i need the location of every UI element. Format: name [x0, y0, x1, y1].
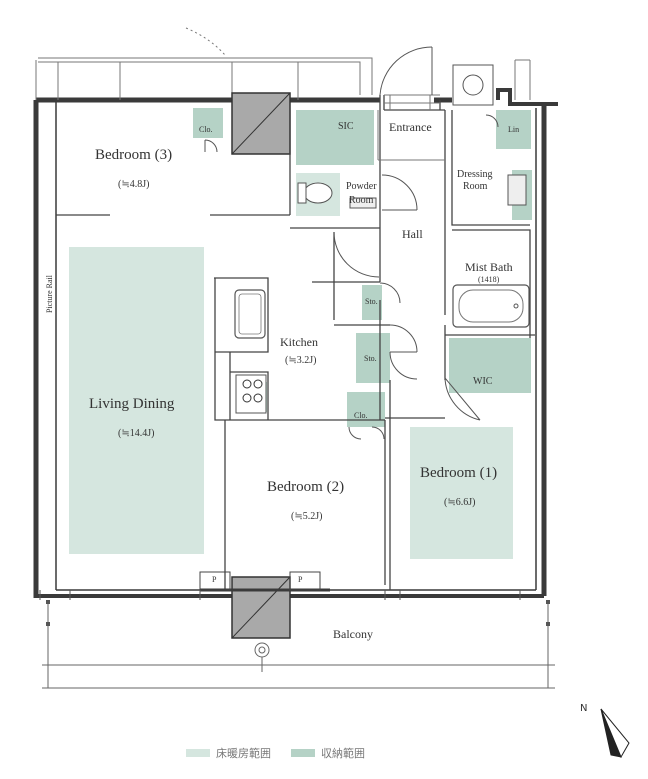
storage-label-sto-2: Sto. [364, 354, 377, 363]
room-area-living: (≒14.4J) [118, 428, 155, 439]
room-name-living: Living Dining [89, 396, 175, 412]
room-area-kitchen: (≒3.2J) [285, 355, 317, 366]
room-area-bedroom1: (≒6.6J) [444, 497, 476, 508]
room-name-powder-2: Room [349, 195, 374, 206]
room-name-balcony: Balcony [333, 627, 373, 641]
room-name-dressing-2: Room [463, 181, 488, 192]
legend-swatch-storage [291, 749, 315, 757]
legend: 床暖房範囲 収納範囲 [186, 745, 365, 761]
legend-swatch-floor-heating [186, 749, 210, 757]
floor-heating-bedroom1 [410, 427, 513, 559]
storage-label-lin: Lin [508, 125, 520, 134]
storage-label-sto-1: Sto. [365, 297, 378, 306]
north-label: N [580, 703, 588, 714]
picture-rail-label: Picture Rail [45, 275, 54, 313]
room-name-entrance: Entrance [389, 120, 432, 134]
storage-label-clo-bedroom3: Clo. [199, 125, 213, 134]
kitchen-fixtures [234, 289, 267, 414]
room-area-bedroom2: (≒5.2J) [291, 511, 323, 522]
room-name-powder-1: Powder [346, 181, 377, 192]
room-name-dressing-1: Dressing [457, 169, 493, 180]
pipe-label-right: P [298, 575, 303, 584]
storage-label-clo-bedroom2: Clo. [354, 411, 368, 420]
storage-label-wic: WIC [473, 376, 493, 387]
floor-heating-living [69, 247, 204, 554]
storage-label-sic: SIC [338, 121, 354, 132]
pipe-label-left: P [212, 575, 217, 584]
legend-label-floor-heating: 床暖房範囲 [216, 747, 271, 760]
bathtub [452, 284, 530, 328]
north-arrow [600, 708, 630, 759]
room-area-bedroom3: (≒4.8J) [118, 179, 150, 190]
room-name-bedroom3: Bedroom (3) [95, 147, 173, 163]
room-name-bedroom2: Bedroom (2) [267, 479, 345, 495]
room-name-hall: Hall [402, 227, 423, 241]
room-size-bath: (1418) [478, 275, 500, 284]
legend-label-storage: 収納範囲 [321, 747, 365, 760]
room-name-bath: Mist Bath [465, 260, 513, 274]
shafts [231, 92, 291, 639]
room-name-kitchen: Kitchen [280, 335, 318, 349]
room-name-bedroom1: Bedroom (1) [420, 465, 498, 481]
storage-zones [193, 108, 532, 427]
